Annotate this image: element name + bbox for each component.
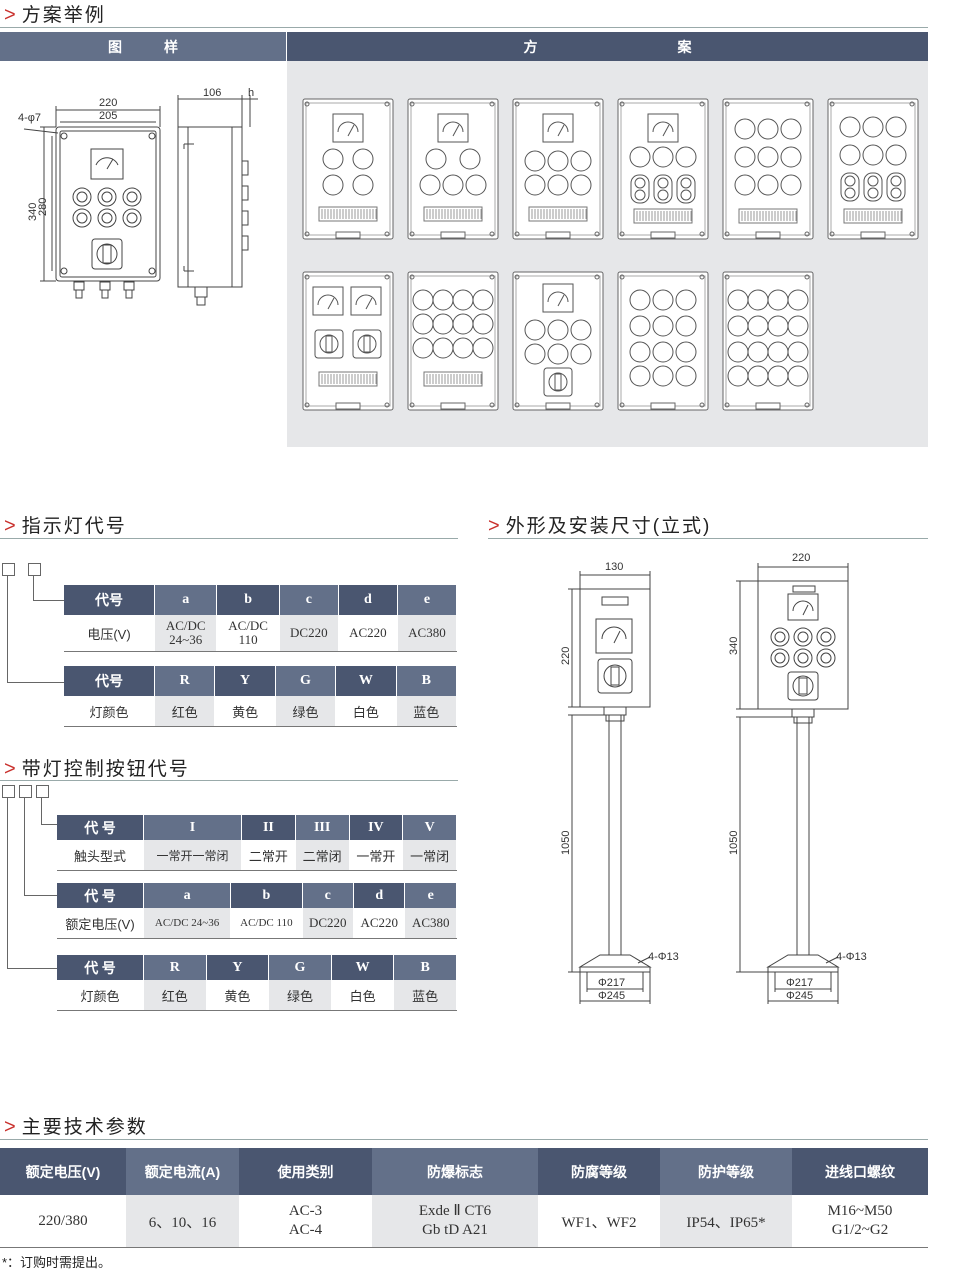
section-title-dimensions: >外形及安装尺寸(立式) (488, 515, 712, 537)
order-note: *：订购时需提出。 (2, 1255, 112, 1270)
divider (0, 27, 928, 28)
scheme-box (722, 98, 814, 240)
scheme-box (302, 271, 394, 411)
schemes-background (287, 61, 928, 447)
scheme-box (512, 98, 604, 240)
bracket-line (7, 797, 57, 969)
section-title-indicator: >指示灯代号 (4, 515, 127, 537)
arrow-icon: > (4, 758, 18, 780)
button-color-table: 代 号 R Y G W B 灯颜色 红色 黄色 绿色 白色 蓝色 (57, 955, 457, 1011)
scheme-box (617, 271, 709, 411)
dim-hole: 4-φ7 (18, 112, 41, 124)
scheme-box (302, 98, 394, 240)
scheme-box (617, 98, 709, 240)
section-title-params: >主要技术参数 (4, 1116, 148, 1138)
dim-106: 106 (203, 87, 221, 99)
divider (0, 780, 458, 781)
code-box (2, 785, 15, 798)
header-drawing: 图 样 (0, 32, 286, 61)
dim-245-left: Φ245 (598, 990, 625, 1002)
dim-340: 340 (27, 203, 39, 221)
divider (0, 538, 458, 539)
scheme-box (722, 271, 814, 411)
dim-280: 280 (37, 198, 49, 216)
button-contact-table: 代 号 I II III IV V 触头型式 一常开一常闭 二常开 二常闭 一常… (57, 815, 457, 871)
dim-205: 205 (99, 110, 117, 122)
scheme-thumbnails (302, 98, 919, 411)
code-box (28, 563, 41, 576)
scheme-box (512, 271, 604, 411)
dim-217-right: Φ217 (786, 977, 813, 989)
dim-hole-left: 4-Φ13 (648, 951, 679, 963)
scheme-box (827, 98, 919, 240)
enclosure-drawing: 220 205 4-φ7 106 h 340 280 (18, 87, 258, 306)
dim-220-left: 220 (560, 647, 572, 665)
scheme-box (407, 271, 499, 411)
section-title-schemes: >方案举例 (4, 4, 106, 26)
dim-220: 220 (99, 97, 117, 109)
dim-1050-right: 1050 (728, 831, 740, 855)
code-box (2, 563, 15, 576)
bracket-line (24, 797, 57, 896)
arrow-icon: > (4, 1116, 18, 1138)
dim-h: h (248, 87, 254, 99)
dim-340-right: 340 (728, 637, 740, 655)
scheme-box (407, 98, 499, 240)
dim-hole-right: 4-Φ13 (836, 951, 867, 963)
button-voltage-table: 代 号 a b c d e 额定电压(V) AC/DC 24~36 AC/DC … (57, 883, 457, 939)
dim-130: 130 (605, 561, 623, 573)
divider (0, 1139, 928, 1140)
bracket-line (33, 575, 64, 601)
divider (488, 538, 928, 539)
indicator-voltage-table: 代号 a b c d e 电压(V) AC/DC 24~36 AC/DC 110… (64, 585, 458, 652)
code-box (19, 785, 32, 798)
indicator-color-table: 代号 R Y G W B 灯颜色 红色 黄色 绿色 白色 蓝色 (64, 666, 458, 727)
dim-1050-left: 1050 (560, 831, 572, 855)
section-title-buttons: >带灯控制按钮代号 (4, 758, 190, 780)
arrow-icon: > (4, 515, 18, 537)
tech-params-table: 额定电压(V) 额定电流(A) 使用类别 防爆标志 防腐等级 防护等级 进线口螺… (0, 1148, 928, 1248)
dim-220-right: 220 (792, 552, 810, 564)
bracket-line (7, 575, 64, 683)
stand-drawing: 130 220 1050 4-Φ13 Φ217 Φ245 220 340 105… (560, 552, 867, 1004)
header-schemes: 方 案 (287, 32, 928, 61)
arrow-icon: > (4, 4, 18, 26)
dim-217-left: Φ217 (598, 977, 625, 989)
arrow-icon: > (488, 515, 502, 537)
dim-245-right: Φ245 (786, 990, 813, 1002)
bracket-line (41, 797, 57, 825)
code-box (36, 785, 49, 798)
